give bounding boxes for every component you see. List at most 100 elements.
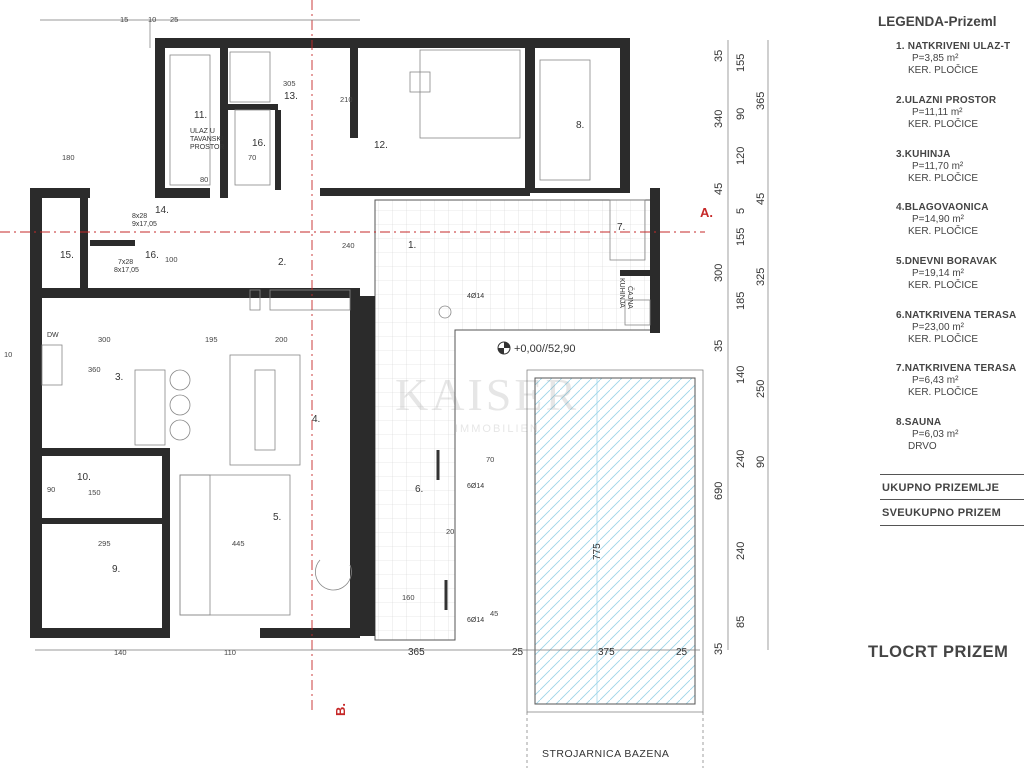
stair-2b-label: 8x17,05 bbox=[114, 267, 139, 274]
watermark-text: KAISER bbox=[395, 369, 579, 420]
room-10: 10. bbox=[77, 472, 91, 483]
rdim-11: 35 bbox=[713, 340, 725, 352]
bottom-dim-2: 25 bbox=[512, 647, 524, 658]
legend-item-name: 8.SAUNA bbox=[896, 417, 942, 428]
legend-item-area: P=14,90 m² bbox=[912, 214, 964, 225]
legend-item-name: 2.ULAZNI PROSTOR bbox=[896, 95, 997, 106]
legend-item-area: P=19,14 m² bbox=[912, 268, 964, 279]
mdim-19: 110 bbox=[224, 648, 236, 657]
floor-plan-drawing: A. B. 1. 2. 3. 4. 5. 6. 7. 8. 9. 10. 11.… bbox=[0, 0, 769, 768]
room-7: 7. bbox=[617, 222, 625, 233]
room-12: 12. bbox=[374, 140, 388, 151]
mdim-13: 295 bbox=[98, 539, 111, 548]
watermark: KAISER IMMOBILIEN bbox=[395, 369, 579, 435]
mdim-5: 80 bbox=[200, 175, 208, 184]
legend-item-name: 5.DNEVNI BORAVAK bbox=[896, 256, 998, 267]
level-label: +0,00//52,90 bbox=[514, 343, 575, 355]
legend-item-floor: KER. PLOČICE bbox=[908, 280, 979, 291]
legend-item-7: 7.NATKRIVENA TERASA P=6,43 m² KER. PLOČI… bbox=[896, 363, 1016, 399]
legend-item-area: P=6,43 m² bbox=[912, 375, 959, 386]
mdim-10: 100 bbox=[165, 255, 178, 264]
legend-panel: LEGENDA-Prizeml 1. NATKRIVENI ULAZ-T P=3… bbox=[868, 0, 1024, 768]
legend-total-prizemlje: UKUPNO PRIZEMLJE bbox=[882, 482, 1000, 494]
walls bbox=[30, 38, 660, 638]
pool-labels: 775 STROJARNICA BAZENA bbox=[542, 543, 669, 760]
legend-item-4: 4.BLAGOVAONICA P=14,90 m² KER. PLOČICE bbox=[896, 202, 989, 238]
dimension-lines bbox=[35, 19, 769, 651]
rdim-12: 140 bbox=[735, 366, 747, 384]
legend-item-floor: KER. PLOČICE bbox=[908, 334, 979, 345]
legend-separator bbox=[880, 474, 1024, 475]
room-15: 15. bbox=[60, 250, 74, 261]
mdim-15: 360 bbox=[88, 365, 101, 374]
rdim-7: 5 bbox=[735, 208, 747, 214]
legend-item-floor: KER. PLOČICE bbox=[908, 387, 979, 398]
mdim-1: 10 bbox=[148, 15, 156, 24]
mdim-11: 90 bbox=[47, 485, 55, 494]
pool bbox=[526, 369, 704, 768]
room-4: 4. bbox=[312, 414, 320, 425]
legend-total-sveukupno: SVEUKUPNO PRIZEM bbox=[882, 507, 1002, 519]
mdim-20: 140 bbox=[114, 648, 127, 657]
stair-1-label: 8x28 bbox=[132, 213, 147, 220]
misc-dims: 10 25 305 210 80 240 300 195 200 100 90 … bbox=[4, 15, 498, 657]
rdim-3: 90 bbox=[735, 108, 747, 120]
mdim-4: 210 bbox=[340, 95, 353, 104]
section-a-label: A. bbox=[700, 205, 713, 220]
mdim-17: 160 bbox=[402, 593, 415, 602]
rodim-2: 45 bbox=[755, 193, 767, 205]
stair-1b-label: 9x17,05 bbox=[132, 221, 157, 228]
dw-label: DW bbox=[47, 332, 59, 339]
rdim-6: 45 bbox=[713, 183, 725, 195]
rodim-4: 250 bbox=[755, 380, 767, 398]
rdim-2: 155 bbox=[735, 54, 747, 72]
legend-item-area: P=11,70 m² bbox=[912, 161, 964, 172]
mdim-9: 200 bbox=[275, 335, 288, 344]
room-numbers: 1. 2. 3. 4. 5. 6. 7. 8. 9. 10. 11. 12. 1… bbox=[60, 91, 625, 575]
room-5: 5. bbox=[273, 512, 281, 523]
plan-title: TLOCRT PRIZEM bbox=[868, 643, 1009, 661]
rdim-8: 155 bbox=[735, 228, 747, 246]
rdim-13: 240 bbox=[735, 450, 747, 468]
plan-labels: ULAZ U TAVANSKI PROSTOR DW 8x28 9x17,05 … bbox=[47, 128, 635, 624]
level-marker: +0,00//52,90 bbox=[497, 341, 575, 355]
stair-2-label: 7x28 bbox=[118, 259, 133, 266]
legend-item-3: 3.KUHINJA P=11,70 m² KER. PLOČICE bbox=[896, 149, 978, 185]
section-markers: A. B. bbox=[333, 205, 713, 716]
bottom-dim-1: 365 bbox=[408, 647, 425, 658]
rdim-17: 35 bbox=[713, 643, 725, 655]
legend-item-8: 8.SAUNA P=6,03 m² DRVO bbox=[896, 417, 958, 453]
section-b-label: B. bbox=[333, 703, 348, 716]
mdim-25: 15 bbox=[120, 15, 128, 24]
mdim-16: 20 bbox=[446, 527, 454, 536]
mdim-12: 150 bbox=[88, 488, 101, 497]
furniture bbox=[41, 49, 651, 616]
bottom-dim-4: 25 bbox=[676, 647, 688, 658]
legend-item-floor: KER. PLOČICE bbox=[908, 226, 979, 237]
room-14: 14. bbox=[155, 205, 169, 216]
rdim-16: 85 bbox=[735, 616, 747, 628]
room-8: 8. bbox=[576, 120, 584, 131]
prostor-label: PROSTOR bbox=[190, 144, 225, 151]
pool-room-label: STROJARNICA BAZENA bbox=[542, 748, 669, 760]
room-1: 1. bbox=[408, 240, 416, 251]
axis-lines bbox=[0, 0, 705, 710]
room-2: 2. bbox=[278, 257, 286, 268]
rdim-15: 240 bbox=[735, 542, 747, 560]
watermark-subtext: IMMOBILIEN bbox=[455, 423, 540, 435]
mdim-24: 10 bbox=[4, 350, 12, 359]
column-label-2: 6Ø14 bbox=[467, 483, 484, 490]
bottom-dims: 365 25 375 25 bbox=[408, 647, 688, 658]
mdim-8: 195 bbox=[205, 335, 218, 344]
ulaz-label: ULAZ U bbox=[190, 128, 215, 135]
mdim-6: 240 bbox=[342, 241, 355, 250]
legend-item-area: P=6,03 m² bbox=[912, 429, 959, 440]
pool-length-dim: 775 bbox=[592, 543, 603, 560]
mdim-18: 70 bbox=[486, 455, 494, 464]
room-6: 6. bbox=[415, 484, 423, 495]
mdim-7: 300 bbox=[98, 335, 111, 344]
legend-title: LEGENDA-Prizeml bbox=[878, 14, 997, 29]
cajna-label: ČAJNA bbox=[626, 286, 635, 309]
legend-item-name: 7.NATKRIVENA TERASA bbox=[896, 363, 1017, 374]
legend-item-name: 3.KUHINJA bbox=[896, 149, 951, 160]
